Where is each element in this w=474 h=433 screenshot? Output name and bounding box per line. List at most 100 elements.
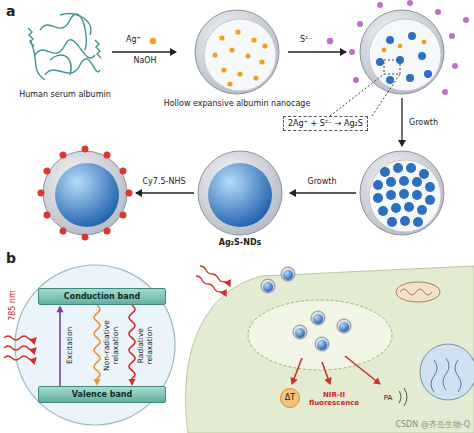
cell-drawing	[292, 358, 302, 384]
reagent-label: S²⁻	[300, 35, 313, 44]
growing-nanocage	[399, 189, 409, 199]
growing-nanocage	[406, 163, 416, 173]
caption-label: Hollow expansive albumin nanocage	[164, 99, 311, 108]
cell-drawing	[281, 389, 300, 408]
watermark: CSDN @齐岳生物-Q	[395, 420, 470, 429]
nanocage	[262, 43, 267, 48]
growing-nanocage	[387, 217, 397, 227]
panel-label: a	[6, 3, 15, 19]
growing-nanocage	[360, 151, 444, 235]
growing-nanocage	[373, 193, 383, 203]
nanocage	[235, 29, 240, 34]
cell-drawing	[295, 328, 305, 338]
cell-drawing	[261, 267, 351, 351]
transition-label: Non-radiative relaxation	[103, 311, 120, 381]
dye-labelled-nanodot	[38, 190, 45, 197]
dye-labelled-nanodot	[104, 228, 111, 235]
growing-nanocage	[373, 163, 435, 227]
cell-drawing	[186, 266, 474, 433]
nucleating-nanocage	[386, 36, 394, 44]
energy-diagram	[4, 336, 36, 340]
nucleating-nanocage	[382, 40, 427, 53]
dye-labelled-nanodot	[82, 234, 89, 241]
growing-nanocage	[393, 163, 403, 173]
nucleating-nanocage	[353, 77, 359, 83]
energy-diagram	[4, 346, 36, 350]
protein-drawing	[28, 14, 101, 80]
nanocage	[221, 67, 226, 72]
nanocage	[251, 37, 256, 42]
transition-arrow	[129, 305, 136, 386]
nucleating-nanocage	[442, 89, 448, 95]
cell-drawing	[317, 340, 327, 350]
cell-drawing	[196, 276, 226, 296]
dye-labelled-nanodot	[60, 152, 67, 159]
growing-nanocage	[386, 190, 396, 200]
protein-drawing	[45, 59, 100, 75]
nucleating-nanocage	[372, 74, 400, 116]
transition-arrow	[94, 305, 101, 386]
dye-labelled-nanodot	[38, 146, 133, 241]
nucleating-nanocage	[398, 44, 403, 49]
energy-diagram	[15, 265, 175, 425]
cell-drawing	[281, 267, 295, 281]
cell-drawing	[313, 314, 323, 324]
wavelength-label: 785 nm	[7, 291, 16, 322]
cell-drawing	[400, 289, 432, 295]
energy-band: Valence band	[38, 386, 166, 403]
growing-nanocage	[386, 177, 396, 187]
growing-nanocage	[360, 151, 444, 235]
process-arrow	[136, 192, 194, 193]
nanocage	[195, 10, 279, 94]
ag2s-nanodot	[198, 151, 282, 235]
cell-drawing	[420, 344, 474, 400]
nanocage	[237, 71, 242, 76]
sulfide-ion	[327, 38, 333, 44]
reagent-label: Cy7.5-NHS	[142, 177, 185, 186]
dye-labelled-nanodot	[55, 163, 119, 227]
dye-labelled-nanodot	[126, 190, 133, 197]
growing-nanocage	[400, 216, 410, 226]
nucleating-nanocage	[360, 10, 444, 94]
growing-nanocage	[425, 182, 435, 192]
effect-label: NIR-II fluorescence	[305, 391, 363, 407]
dye-labelled-nanodot	[44, 168, 51, 175]
caption-label: Ag₂S-NDs	[219, 238, 262, 247]
nucleating-nanocage	[406, 74, 414, 82]
nucleating-nanocage	[386, 76, 394, 84]
step-label: Growth	[308, 177, 337, 186]
node-text: Conduction band	[43, 292, 161, 301]
nucleating-nanocage	[452, 63, 458, 69]
dye-labelled-nanodot	[38, 146, 133, 241]
transition-label: Excitation	[66, 311, 75, 381]
node-text: 2Ag⁺ + S²⁻ → Ag₂S	[288, 119, 363, 128]
effect-label: PA	[384, 394, 393, 402]
ag2s-nanodot	[198, 151, 282, 235]
step-label: Growth	[409, 118, 438, 127]
nanocage	[253, 75, 258, 80]
dye-labelled-nanodot	[120, 212, 127, 219]
protein-drawing	[95, 40, 101, 58]
growing-nanocage	[380, 167, 390, 177]
nucleating-nanocage	[424, 70, 432, 78]
nucleating-nanocage	[349, 0, 469, 95]
nucleating-nanocage	[349, 49, 355, 55]
protein-drawing	[60, 14, 91, 35]
nucleating-nanocage	[435, 9, 441, 15]
reaction-box: 2Ag⁺ + S²⁻ → Ag₂S	[283, 116, 368, 131]
growing-nanocage	[369, 160, 441, 232]
reagent-label: NaOH	[133, 56, 156, 65]
dye-labelled-nanodot	[120, 168, 127, 175]
silver-ion	[150, 38, 156, 44]
energy-diagram	[4, 336, 36, 360]
cell-drawing	[337, 319, 351, 333]
nucleating-nanocage	[463, 17, 469, 23]
cell-drawing	[248, 300, 392, 370]
growing-nanocage	[391, 203, 401, 213]
process-arrow	[288, 51, 346, 52]
nanocage	[229, 47, 234, 52]
nucleating-nanocage	[407, 0, 413, 6]
nucleating-nanocage	[422, 40, 427, 45]
